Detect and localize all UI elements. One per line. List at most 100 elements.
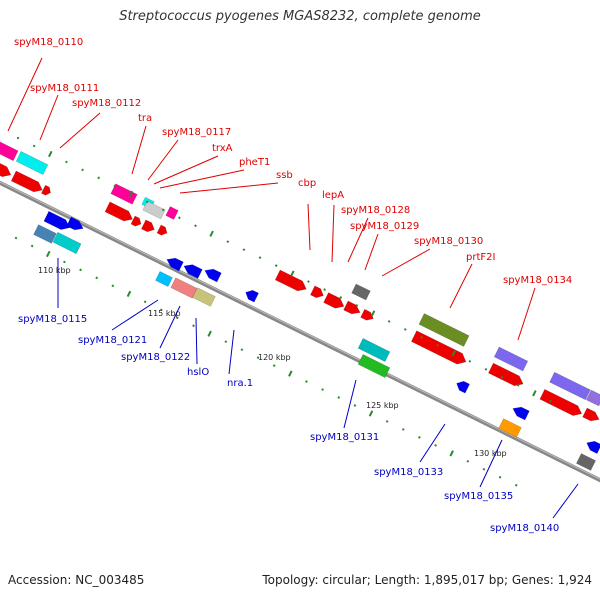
lower-tick-24 <box>401 428 405 431</box>
upper-tick-33 <box>549 399 552 403</box>
lower-tick-20 <box>337 396 341 399</box>
genome-backbone <box>0 180 600 483</box>
upper-tick-16 <box>274 264 278 267</box>
gene-label-lepA: lepA <box>322 190 344 201</box>
upper-tick-21 <box>355 304 359 307</box>
upper-tick-4 <box>81 168 84 172</box>
gene-blue-c <box>166 257 184 272</box>
gene-tra <box>110 183 138 205</box>
lower-tick-27 <box>449 450 454 457</box>
lower-tick-8 <box>143 300 147 304</box>
gene-label-hslO: hslO <box>187 367 209 378</box>
gene-nra <box>245 289 259 303</box>
lower-tick-25 <box>418 436 421 439</box>
gene-red-i <box>343 300 361 315</box>
upper-tick-8 <box>145 200 149 204</box>
gene-label-spyM18_0130: spyM18_0130 <box>414 236 483 247</box>
gene-label-tra: tra <box>138 113 152 124</box>
gene-red-a <box>0 159 12 178</box>
gene-label-nra.1: nra.1 <box>227 378 253 389</box>
lower-tick-7 <box>126 290 132 297</box>
lower-tick-29 <box>482 467 486 471</box>
gene-label-spyM18_0129: spyM18_0129 <box>350 221 419 232</box>
lower-tick-30 <box>498 475 502 479</box>
upper-tick-11 <box>194 224 197 228</box>
upper-tick-29 <box>484 367 488 371</box>
upper-tick-32 <box>532 390 537 397</box>
gene-pink-small <box>165 206 179 220</box>
lower-tick-9 <box>159 308 163 312</box>
gene-label-spyM18_0131: spyM18_0131 <box>310 432 379 443</box>
upper-tick-30 <box>500 375 504 379</box>
gene-red-g <box>156 224 168 236</box>
gene-label-spyM18_0111: spyM18_0111 <box>30 83 99 94</box>
upper-tick-31 <box>516 383 520 387</box>
gene-red-b <box>10 170 43 193</box>
callout-line-top-8 <box>307 203 311 251</box>
gene-blue-d <box>183 264 203 279</box>
gene-label-spyM18_0112: spyM18_0112 <box>72 98 141 109</box>
upper-tick-27 <box>451 350 456 357</box>
upper-tick-7 <box>128 190 134 197</box>
gene-blue-f <box>456 380 470 394</box>
callout-line-top-12 <box>381 248 431 277</box>
gene-violet-c <box>585 389 600 407</box>
callout-line-top-0 <box>7 57 43 132</box>
callout-line-top-10 <box>347 217 369 263</box>
callout-line-bottom-1 <box>111 299 159 331</box>
callout-line-top-6 <box>159 169 245 189</box>
accession-label: Accession: NC_003485 <box>8 573 145 587</box>
callout-line-top-13 <box>449 263 473 309</box>
callout-line-top-4 <box>147 139 179 181</box>
gene-steelblue <box>33 224 57 244</box>
lower-tick-22 <box>368 410 374 417</box>
scale-tick-label-1: 115 kbp <box>148 309 181 318</box>
lower-tick-5 <box>95 276 99 280</box>
gene-blue-b <box>66 216 84 231</box>
lower-tick-14 <box>240 348 244 351</box>
lower-tick-12 <box>207 330 212 337</box>
upper-tick-3 <box>65 160 68 164</box>
callout-line-top-1 <box>39 94 59 141</box>
gene-grey <box>142 200 166 220</box>
upper-tick-1 <box>32 144 36 148</box>
lower-tick-0 <box>14 236 18 240</box>
callout-line-top-7 <box>179 182 279 194</box>
callout-line-bottom-3 <box>195 317 198 365</box>
genome-summary: Topology: circular; Length: 1,895,017 bp… <box>262 573 592 587</box>
scale-tick-label-4: 130 kbp <box>474 449 507 458</box>
lower-tick-6 <box>111 284 115 288</box>
lower-tick-31 <box>514 483 518 487</box>
upper-tick-25 <box>420 336 423 339</box>
map-title: Streptococcus pyogenes MGAS8232, complet… <box>119 9 481 24</box>
lower-tick-13 <box>224 340 228 344</box>
gene-label-spyM18_0134: spyM18_0134 <box>503 275 572 286</box>
upper-tick-24 <box>403 328 407 331</box>
gene-teal <box>52 231 82 255</box>
gene-red-m <box>582 407 600 422</box>
gene-spyM18_0135 <box>498 418 522 438</box>
callout-line-bottom-6 <box>419 423 446 463</box>
callout-line-top-9 <box>331 204 335 263</box>
callout-line-top-11 <box>364 233 379 271</box>
upper-tick-20 <box>339 296 343 299</box>
callout-line-top-2 <box>59 112 101 149</box>
upper-tick-12 <box>209 230 214 237</box>
lower-tick-16 <box>272 364 276 367</box>
gene-spyM18_0140 <box>575 453 597 471</box>
scale-tick-label-2: 120 kbp <box>258 353 291 362</box>
upper-tick-10 <box>178 216 181 220</box>
callout-line-bottom-2 <box>159 305 181 349</box>
upper-tick-19 <box>323 288 326 291</box>
gene-blue-g <box>512 406 530 421</box>
lower-tick-4 <box>79 268 82 272</box>
gene-violet-b <box>549 371 591 401</box>
gene-label-spyM18_0133: spyM18_0133 <box>374 467 443 478</box>
gene-red-j <box>360 308 374 321</box>
gene-lepA <box>323 292 345 309</box>
gene-label-trxA: trxA <box>212 143 233 154</box>
gene-spyM18_0111 <box>15 151 49 175</box>
gene-blue-e <box>204 268 222 283</box>
upper-tick-5 <box>97 176 101 180</box>
